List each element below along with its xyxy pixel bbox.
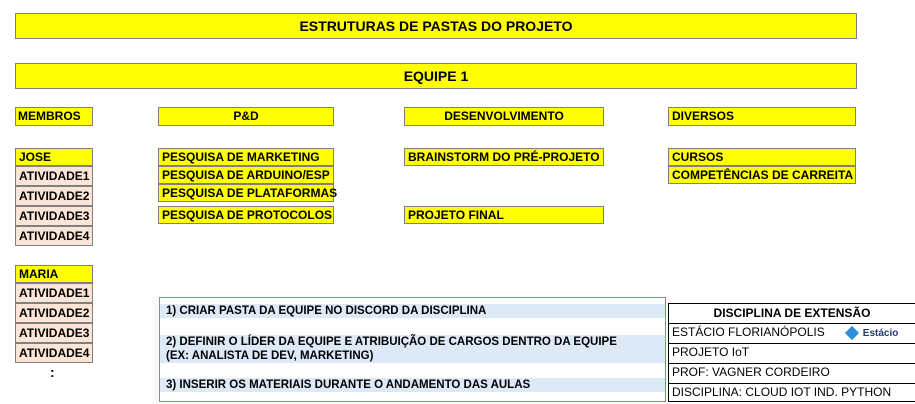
course-info-header: DISCIPLINA DE EXTENSÃO xyxy=(713,306,871,320)
info-discipline: DISCIPLINA: CLOUD IOT IND. PYTHON xyxy=(669,383,915,404)
info-project: PROJETO IoT xyxy=(669,343,915,364)
pd-item[interactable]: PESQUISA DE MARKETING xyxy=(158,148,334,166)
estacio-logo-text: Estácio xyxy=(862,328,899,339)
member-activity[interactable]: ATIVIDADE4 xyxy=(15,343,93,363)
header-desenvolvimento[interactable]: DESENVOLVIMENTO xyxy=(404,107,604,126)
dev-item[interactable]: PROJETO FINAL xyxy=(404,206,604,224)
more-members-ellipsis: : xyxy=(50,364,55,380)
member-name[interactable]: MARIA xyxy=(15,265,93,283)
sheet-title[interactable]: ESTRUTURAS DE PASTAS DO PROJETO xyxy=(15,13,857,39)
instruction-2: 2) DEFINIR O LÍDER DA EQUIPE E ATRIBUIÇÃ… xyxy=(160,335,665,349)
pd-item[interactable]: PESQUISA DE PROTOCOLOS xyxy=(158,206,334,224)
team-title[interactable]: EQUIPE 1 xyxy=(15,63,857,89)
instruction-1: 1) CRIAR PASTA DA EQUIPE NO DISCORD DA D… xyxy=(160,304,665,318)
estacio-logo-icon xyxy=(844,326,860,341)
estacio-logo: Estácio xyxy=(844,325,899,342)
instructions-box[interactable]: 1) CRIAR PASTA DA EQUIPE NO DISCORD DA D… xyxy=(159,297,666,402)
dev-item[interactable]: BRAINSTORM DO PRÉ-PROJETO xyxy=(404,148,604,166)
header-diversos[interactable]: DIVERSOS xyxy=(668,107,856,126)
pd-item[interactable]: PESQUISA DE ARDUINO/ESP xyxy=(158,166,334,184)
member-activity[interactable]: ATIVIDADE1 xyxy=(15,166,93,186)
instruction-2-detail: (EX: ANALISTA DE DEV, MARKETING) xyxy=(160,349,665,363)
info-campus: ESTÁCIO FLORIANÓPOLIS Estácio xyxy=(669,323,915,344)
member-activity[interactable]: ATIVIDADE3 xyxy=(15,206,93,226)
diversos-item[interactable]: COMPETÊNCIAS DE CARREITA xyxy=(668,166,856,184)
course-info-box[interactable]: DISCIPLINA DE EXTENSÃO ESTÁCIO FLORIANÓP… xyxy=(668,303,915,402)
header-pd[interactable]: P&D xyxy=(158,107,334,126)
member-activity[interactable]: ATIVIDADE4 xyxy=(15,226,93,246)
member-activity[interactable]: ATIVIDADE1 xyxy=(15,283,93,303)
diversos-item[interactable]: CURSOS xyxy=(668,148,856,166)
instruction-3: 3) INSERIR OS MATERIAIS DURANTE O ANDAME… xyxy=(160,378,665,392)
pd-item[interactable]: PESQUISA DE PLATAFORMAS xyxy=(158,184,337,202)
member-activity[interactable]: ATIVIDADE3 xyxy=(15,323,93,343)
member-name[interactable]: JOSE xyxy=(15,148,93,166)
info-campus-text: ESTÁCIO FLORIANÓPOLIS xyxy=(672,325,825,339)
info-professor: PROF: VAGNER CORDEIRO xyxy=(669,363,915,384)
header-membros[interactable]: MEMBROS xyxy=(15,107,93,126)
member-activity[interactable]: ATIVIDADE2 xyxy=(15,303,93,323)
member-activity[interactable]: ATIVIDADE2 xyxy=(15,186,93,206)
